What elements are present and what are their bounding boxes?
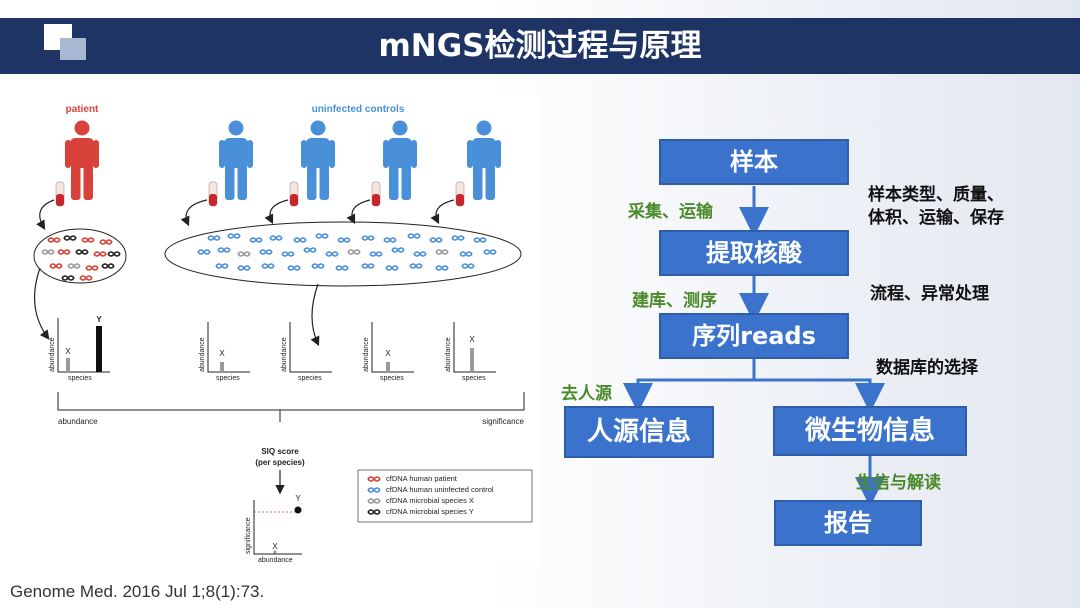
bar-control3-x: [386, 362, 390, 372]
bar-patient-x: [66, 358, 70, 372]
controls-label: uninfected controls: [312, 104, 405, 115]
axis-y-4: abundance: [363, 337, 370, 372]
note-process: 流程、异常处理: [870, 284, 989, 304]
siq-yaxis: significance: [245, 517, 252, 554]
edge-label-dehost: 去人源: [561, 384, 612, 404]
mark-x-3: X: [385, 349, 391, 358]
mngs-figure: patient uninfected controls: [33, 104, 533, 564]
legend-box: [357, 469, 533, 523]
siq-mark-x: X: [272, 542, 278, 551]
node-sequence: 序列reads: [659, 313, 849, 359]
logo-square-blue: [60, 38, 86, 60]
note-sample-line2: 体积、运输、保存: [868, 208, 1004, 228]
citation: Genome Med. 2016 Jul 1;8(1):73.: [10, 582, 265, 601]
legend-patient: cfDNA human patient: [386, 474, 458, 483]
patient-cfdna-pool: [33, 228, 127, 284]
title-bar: mNGS检测过程与原理: [0, 18, 1080, 74]
bracket-right-label: significance: [482, 417, 524, 426]
axis-x-5: species: [462, 375, 486, 382]
tube-arrows: [36, 199, 455, 231]
bar-control4-x: [470, 348, 474, 372]
page-title: mNGS检测过程与原理: [378, 28, 702, 64]
bar-control1-x: [220, 362, 224, 372]
axis-x-4: species: [380, 375, 404, 382]
legend-species-x: cfDNA microbial species X: [386, 496, 474, 505]
siq-point-x: [273, 550, 277, 554]
control-cfdna-pool: [164, 221, 522, 287]
pool-arrows: [34, 267, 320, 347]
edge-label-interpret: 生信与解读: [856, 473, 941, 493]
mark-x-1: X: [65, 347, 71, 356]
note-database: 数据库的选择: [876, 358, 978, 378]
legend-control: cfDNA human uninfected control: [386, 485, 494, 494]
axis-y-3: abundance: [281, 337, 288, 372]
mark-y-1: Y: [96, 315, 102, 324]
axis-y-2: abundance: [199, 337, 206, 372]
mark-x-2: X: [219, 349, 225, 358]
siq-subtitle: (per species): [255, 458, 305, 467]
axis-y-1: abundance: [49, 337, 56, 372]
siq-axes: [253, 500, 302, 555]
summary-bracket: [57, 392, 525, 411]
abundance-charts: [57, 318, 496, 373]
axis-x-1: species: [68, 375, 92, 382]
siq-mark-y: Y: [295, 494, 301, 503]
edge-label-library: 建库、测序: [632, 291, 717, 311]
node-microbe: 微生物信息: [773, 406, 967, 456]
node-extract: 提取核酸: [659, 230, 849, 276]
axis-x-3: species: [298, 375, 322, 382]
node-sample: 样本: [659, 139, 849, 185]
axis-x-2: species: [216, 375, 240, 382]
patient-label: patient: [66, 104, 99, 115]
legend-species-y: cfDNA microbial species Y: [386, 507, 474, 516]
node-report: 报告: [774, 500, 922, 546]
figure-panel: patient uninfected controls: [18, 96, 540, 566]
edge-label-collect: 采集、运输: [628, 202, 713, 222]
siq-title: SIQ score: [261, 447, 299, 456]
bar-patient-y: [96, 326, 102, 372]
siq-point-y: [294, 506, 302, 514]
node-human: 人源信息: [564, 406, 714, 458]
mark-x-4: X: [469, 335, 475, 344]
axis-y-5: abundance: [445, 337, 452, 372]
bracket-left-label: abundance: [58, 417, 98, 426]
note-sample-line1: 样本类型、质量、: [868, 185, 1004, 205]
siq-xaxis: abundance: [258, 557, 293, 564]
